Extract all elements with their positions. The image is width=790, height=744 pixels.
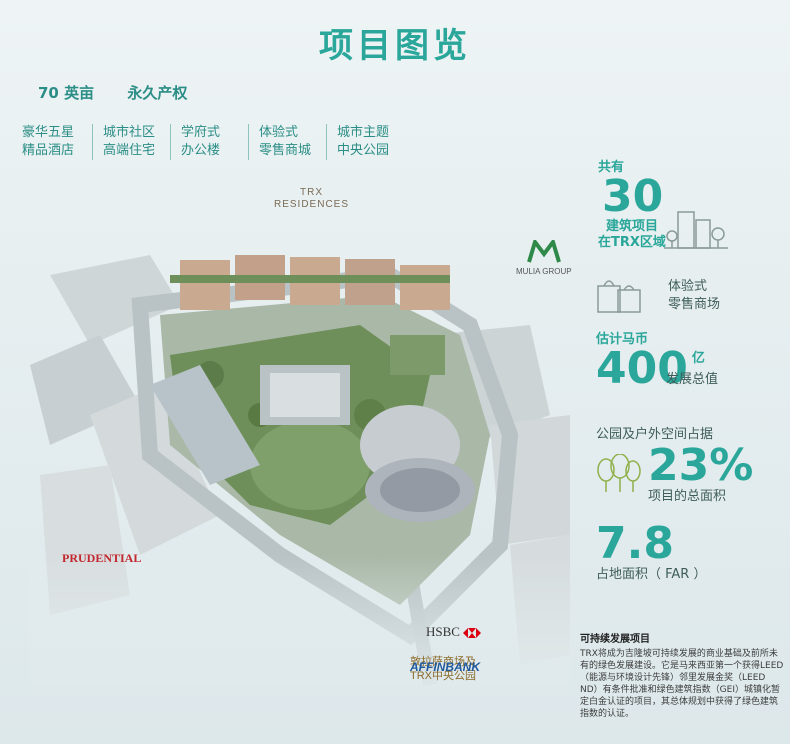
feature-office: 学府式 办公楼 (170, 124, 248, 160)
feature-retail: 体验式 零售商城 (248, 124, 326, 160)
label-affinbank: AFFINBANK (410, 660, 480, 674)
stat-far: 7.8 占地面积（ FAR ） (596, 518, 707, 583)
highlights: 70 英亩 永久产权 (38, 82, 215, 103)
stat-green: 公园及户外空间占据 (596, 427, 714, 442)
stat-gdv: 估计马币 400 亿 发展总值 (596, 332, 719, 394)
label-hsbc: HSBC (426, 625, 482, 639)
highlight-freehold: 永久产权 (127, 84, 188, 102)
mulia-logo-icon (526, 240, 561, 263)
hsbc-logo-icon (463, 628, 482, 639)
stat-retail: 体验式 零售商场 (668, 279, 721, 312)
trees-icon (597, 454, 641, 492)
feature-park: 城市主题 中央公园 (326, 124, 404, 160)
highlight-area: 70 英亩 (38, 84, 95, 102)
feature-list: 豪华五星 精品酒店 城市社区 高端住宅 学府式 办公楼 体验式 零售商城 城市主… (22, 124, 404, 160)
page-title: 项目图览 (319, 26, 471, 66)
sustainability-note: 可持续发展项目 TRX将成为吉隆坡可持续发展的商业基础及前所未有的绿色发展建设。… (580, 634, 784, 719)
stat-buildings: 共有 30 建筑项目 在TRX区域 (598, 160, 666, 250)
label-mulia-group: MULIA GROUP (516, 240, 572, 278)
label-mall-park: 敦拉萨商场及 TRX中央公园 (410, 656, 476, 682)
feature-hotel: 豪华五星 精品酒店 (22, 125, 75, 158)
shopping-bag-icon (597, 280, 641, 313)
label-prudential: PRUDENTIAL (62, 551, 142, 565)
stat-green-value: 23% 项目的总面积 (648, 440, 754, 505)
aerial-site-map (30, 255, 570, 695)
label-trx-residences: TRX RESIDENCES (274, 187, 350, 210)
buildings-icon (664, 211, 728, 249)
feature-residence: 城市社区 高端住宅 (92, 124, 170, 160)
